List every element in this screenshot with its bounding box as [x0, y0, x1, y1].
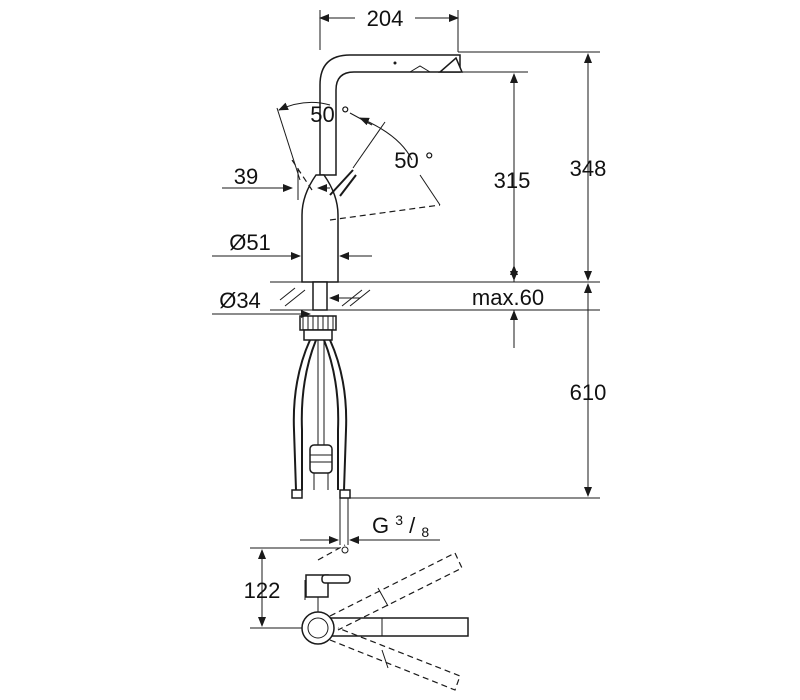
dimensions-plan-view: 122 [244, 547, 340, 629]
hose-weight [309, 444, 333, 474]
dim-hole-diameter: Ø34 [219, 288, 261, 313]
supply-hose-left [292, 339, 311, 491]
dim-handle-angle: 50 ° [394, 148, 433, 173]
dim-spout-reach: 204 [367, 6, 404, 31]
plan-swivel-up [329, 552, 463, 631]
dim-max-thickness: max.60 [472, 285, 544, 310]
dim-hose-length: 610 [570, 380, 607, 405]
mounting-shank [312, 281, 328, 311]
dimensions-side-view: 204 50 ° 50 ° 39 Ø51 Ø34 315 348 [212, 6, 606, 545]
handle-lever [329, 169, 354, 196]
dim-handle-offset: 39 [234, 164, 258, 189]
dim-spout-angle: 50 ° [310, 102, 349, 127]
supply-hose-right [329, 339, 348, 491]
spray-head [438, 56, 464, 73]
dim-connection-thread: G 3 / 8 [372, 505, 429, 540]
plan-body [301, 611, 335, 645]
faucet-plan-view [301, 544, 469, 691]
plan-spout [319, 617, 469, 637]
dim-total-height: 348 [570, 156, 607, 181]
plan-swivel-down [329, 627, 461, 691]
dim-plan-depth: 122 [244, 578, 281, 603]
dim-outlet-height: 315 [494, 168, 531, 193]
dim-body-diameter: Ø51 [229, 230, 271, 255]
